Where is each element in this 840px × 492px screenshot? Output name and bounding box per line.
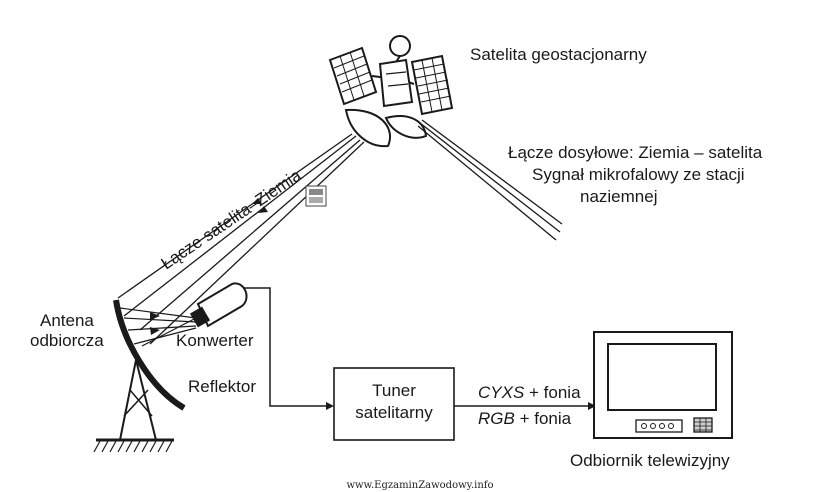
converter-label: Konwerter xyxy=(176,331,254,350)
antenna-label-line2: odbiorcza xyxy=(30,331,104,350)
receiver-label: Odbiornik telewizyjny xyxy=(570,451,730,470)
satellite-body xyxy=(371,35,415,108)
signal-rgb-italic: RGB xyxy=(478,409,515,428)
signal-cyxs-rest: + fonia xyxy=(524,383,581,402)
uplink-beam xyxy=(417,119,563,241)
reflector-label: Reflektor xyxy=(188,377,256,396)
signal-cyxs-italic: CYXS xyxy=(478,383,525,402)
converter-icon xyxy=(189,282,248,328)
signal-label-cyxs: CYXS + fonia xyxy=(478,383,581,402)
signal-label-rgb: RGB + fonia xyxy=(478,409,572,428)
satellite-icon xyxy=(328,35,454,148)
tv-receiver-icon xyxy=(593,331,733,439)
right-solar-panel xyxy=(410,54,454,116)
satellite-label: Satelita geostacjonarny xyxy=(470,45,647,64)
small-logo-mark xyxy=(305,185,327,207)
antenna-label-line1: Antena xyxy=(40,311,94,330)
signal-rgb-rest: + fonia xyxy=(515,409,572,428)
downlink-beam xyxy=(117,133,365,345)
satellite-dishes xyxy=(344,108,428,148)
cables xyxy=(244,287,596,410)
tuner-label-line2: satelitarny xyxy=(355,403,433,422)
receiving-antenna-icon xyxy=(93,299,197,453)
uplink-label-line2: Sygnał mikrofalowy ze stacji xyxy=(532,165,745,184)
tuner-box xyxy=(333,367,455,441)
uplink-label-line1: Łącze dosyłowe: Ziemia – satelita xyxy=(508,143,763,162)
tv-speaker-grille xyxy=(693,417,713,433)
tv-control-buttons xyxy=(635,419,683,433)
watermark-text: www.EgzaminZawodowy.info xyxy=(346,480,493,491)
tuner-label-line1: Tuner xyxy=(372,381,416,400)
uplink-label-line3: naziemnej xyxy=(580,187,658,206)
left-solar-panel xyxy=(328,46,378,106)
